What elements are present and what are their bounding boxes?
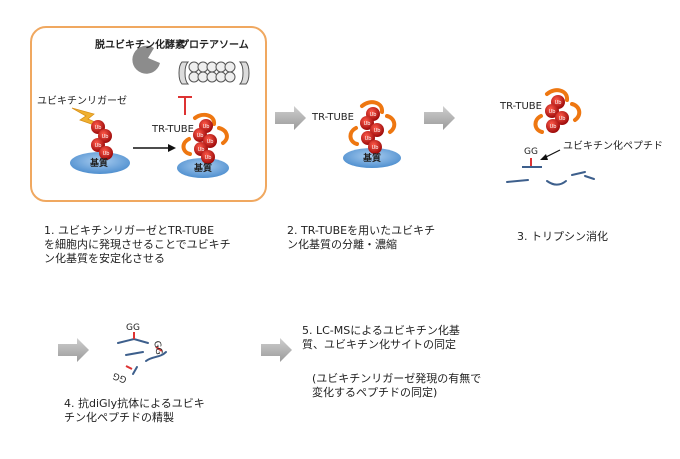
trtube-label-step1: TR-TUBE	[152, 124, 194, 135]
step4-caption: 4. 抗diGly抗体によるユビキ チン化ペプチドの精製	[64, 397, 205, 424]
substrate-right	[177, 158, 229, 178]
ligase-label: ユビキチンリガーゼ	[37, 96, 127, 107]
gg-label-step3: GG	[524, 147, 538, 157]
step1-panel	[30, 26, 267, 202]
step5-caption: 5. LC-MSによるユビキチン化基 質、ユビキチン化サイトの同定	[302, 324, 460, 351]
substrate-right-label: 基質	[194, 164, 213, 174]
trtube-right	[181, 112, 229, 156]
ub-chain-right	[193, 119, 217, 164]
gray-arrow-4	[261, 338, 292, 362]
proteasome-label: プロテアソーム	[179, 40, 249, 51]
step2-caption: 2. TR-TUBEを用いたユビキチ ン化基質の分離・濃縮	[287, 224, 436, 251]
trtube-label-step3: TR-TUBE	[500, 101, 542, 112]
step5-note: (ユビキチンリガーゼ発現の有無で 変化するペプチドの同定)	[312, 372, 482, 399]
step1-arrow	[133, 144, 176, 152]
gray-arrow-2	[424, 106, 455, 130]
step3-peptides	[506, 171, 595, 186]
ub-chain-left	[91, 120, 113, 160]
peptide-label: ユビキチン化ペプチド	[563, 141, 663, 152]
substrate-left	[70, 152, 130, 174]
step2-trtube	[348, 100, 397, 146]
step3-peptide-label-arrow	[540, 149, 561, 160]
step2-ub-chain	[360, 107, 384, 154]
step2-substrate-label: 基質	[363, 154, 382, 164]
step3-caption: 3. トリプシン消化	[517, 230, 608, 243]
gg-label-1: GG	[126, 323, 140, 333]
step3-trtube	[533, 88, 582, 134]
step3-peptide-with-gg	[522, 158, 542, 168]
gg-label-2: GG	[151, 340, 164, 356]
step1-caption: 1. ユビキチンリガーゼとTR-TUBE を細胞内に発現させることでユビキチ ン…	[44, 224, 231, 265]
step2-substrate	[343, 148, 401, 168]
step3-ub-chain	[545, 95, 569, 133]
proteasome-icon	[178, 61, 250, 85]
inhibition-mark	[178, 96, 192, 115]
step4-gg-marks	[125, 332, 163, 370]
trtube-label-step2: TR-TUBE	[312, 112, 354, 123]
deubiquitinase-icon	[132, 45, 160, 74]
substrate-left-label: 基質	[90, 159, 109, 169]
deubiquitinase-label: 脱ユビキチン化酵素	[95, 40, 185, 51]
gray-arrow-3	[58, 338, 89, 362]
gray-arrow-1	[275, 106, 306, 130]
